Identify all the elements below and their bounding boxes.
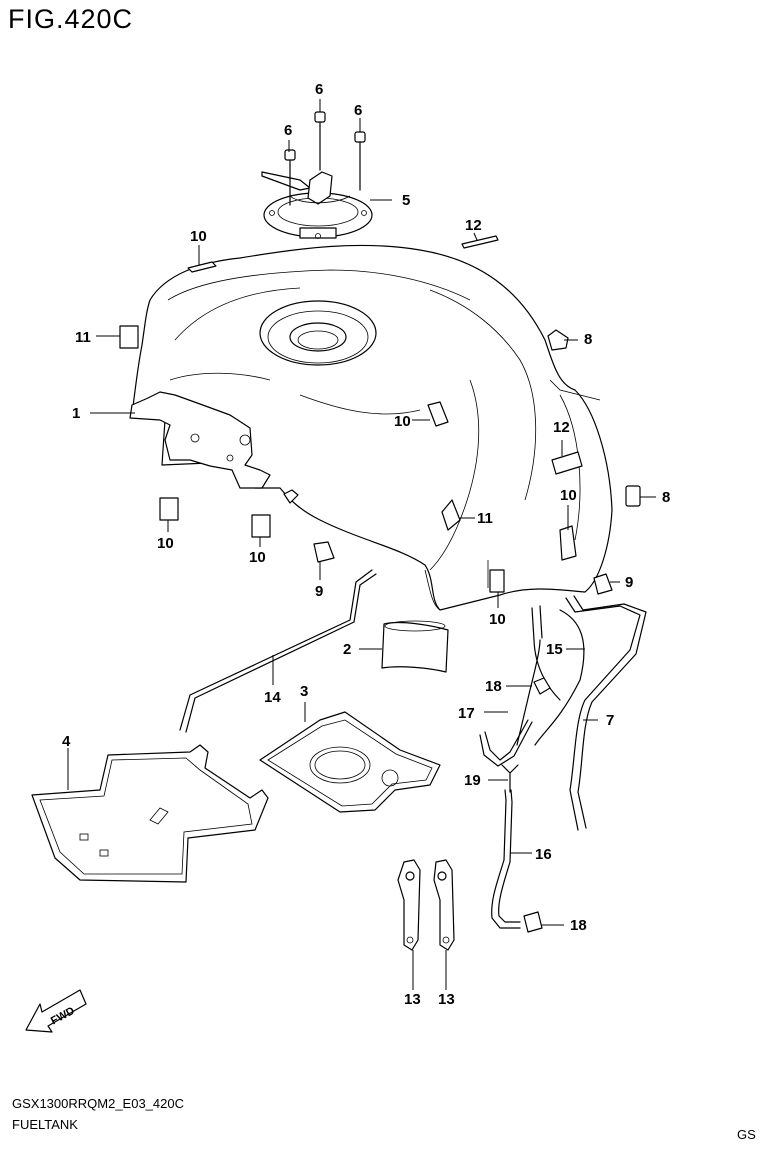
rod xyxy=(179,569,377,733)
callout-4: 4 xyxy=(62,733,71,750)
callout-11: 11 xyxy=(477,510,493,527)
cap-icon xyxy=(523,911,543,933)
callout-10: 10 xyxy=(560,487,577,504)
figure-title: FIG.420C xyxy=(8,4,134,34)
callout-6: 6 xyxy=(315,81,323,98)
callout-10: 10 xyxy=(157,535,174,552)
callout-8: 8 xyxy=(662,489,670,506)
cap-icon xyxy=(533,677,551,695)
callout-14: 14 xyxy=(264,689,281,706)
callout-16: 16 xyxy=(535,846,552,863)
callout-7: 7 xyxy=(606,712,614,729)
figure-code: GSX1300RRQM2_E03_420C xyxy=(12,1096,184,1111)
callout-19: 19 xyxy=(464,772,481,789)
forward-arrow-icon: FWD xyxy=(25,989,87,1033)
callout-18: 18 xyxy=(570,917,587,934)
callout-5: 5 xyxy=(402,192,410,209)
gasket xyxy=(259,711,441,813)
callout-10: 10 xyxy=(249,549,266,566)
callout-1: 1 xyxy=(72,405,80,422)
leader-lines xyxy=(67,99,656,990)
callout-11: 11 xyxy=(75,329,91,346)
heat-shield xyxy=(31,744,269,883)
callout-15: 15 xyxy=(546,641,563,658)
callout-9: 9 xyxy=(315,583,323,600)
fuel-tank xyxy=(129,244,613,611)
t-joint xyxy=(501,764,519,793)
hoses xyxy=(479,595,647,929)
callout-10: 10 xyxy=(489,611,506,628)
region-code: GS xyxy=(737,1127,756,1142)
callout-9: 9 xyxy=(625,574,633,591)
tank-cover xyxy=(381,620,449,673)
callout-8: 8 xyxy=(584,331,592,348)
figure-name: FUELTANK xyxy=(12,1117,78,1132)
callout-10: 10 xyxy=(394,413,411,430)
clip-icon xyxy=(313,329,641,595)
bolt-icon xyxy=(284,111,366,206)
callout-17: 17 xyxy=(458,705,475,722)
callout-13: 13 xyxy=(438,991,455,1008)
callout-18: 18 xyxy=(485,678,502,695)
callout-6: 6 xyxy=(284,122,292,139)
bracket xyxy=(397,859,455,951)
cushion-pads xyxy=(119,235,583,593)
callout-2: 2 xyxy=(343,641,351,658)
callout-13: 13 xyxy=(404,991,421,1008)
callout-3: 3 xyxy=(300,683,308,700)
callout-12: 12 xyxy=(553,419,570,436)
fuel-pump xyxy=(261,171,373,239)
callout-12: 12 xyxy=(465,217,482,234)
callout-10: 10 xyxy=(190,228,207,245)
callout-6: 6 xyxy=(354,102,362,119)
callout-labels: 1 2 3 4 5 6 6 6 7 8 8 9 9 10 10 10 10 10… xyxy=(62,81,670,1008)
